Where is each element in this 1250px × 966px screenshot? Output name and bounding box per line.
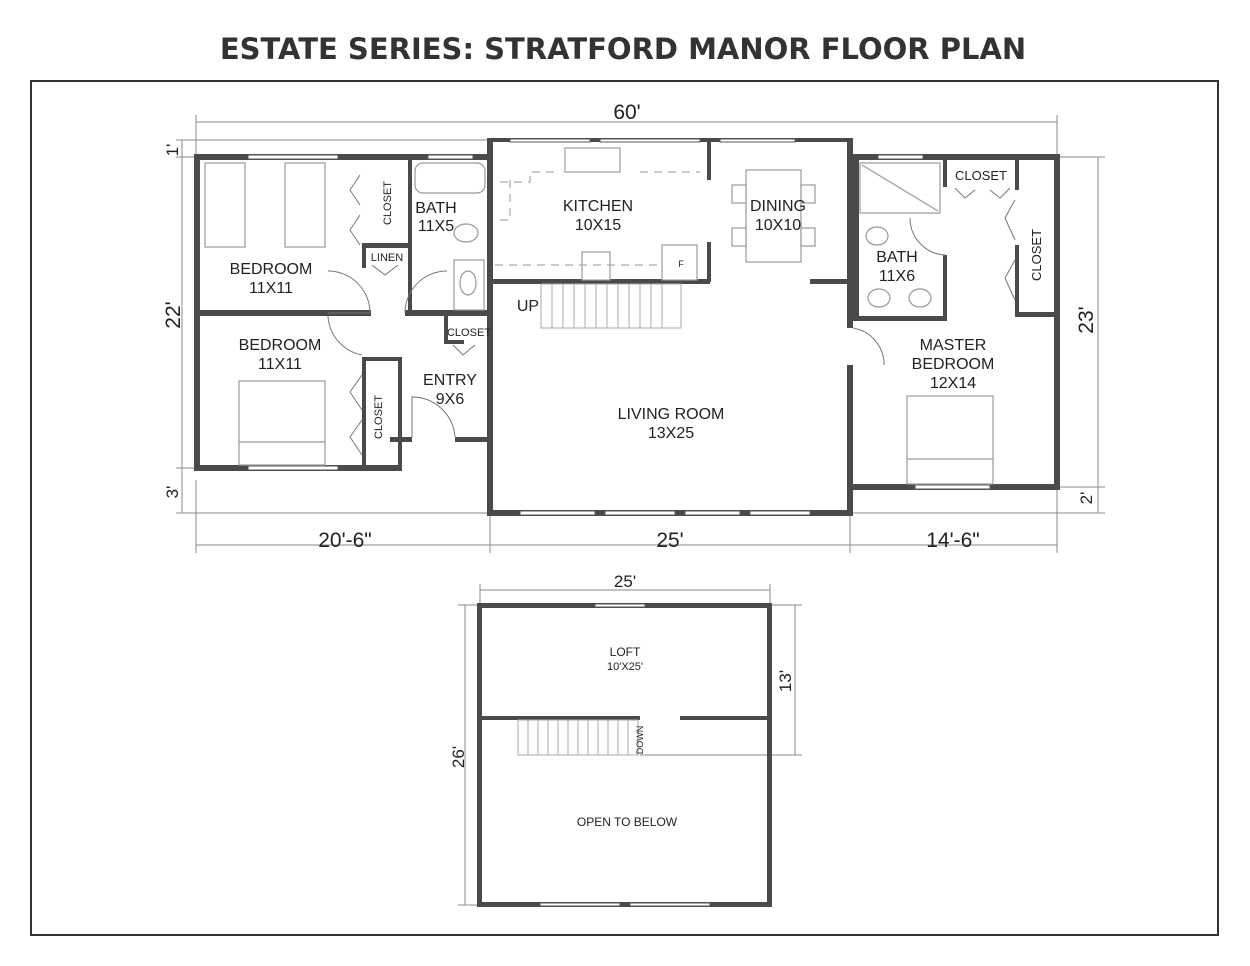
dining-name: DINING — [750, 198, 806, 215]
loft-stairs — [517, 719, 639, 756]
closet-master-top-label: CLOSET — [955, 168, 1007, 183]
windows — [247, 138, 991, 516]
bedroom2-size: 11X11 — [258, 356, 302, 373]
linen-label: LINEN — [371, 252, 403, 264]
bath1-name: BATH — [415, 200, 456, 217]
bathtub — [414, 162, 486, 194]
fridge — [661, 244, 698, 281]
room-labels: BEDROOM 11X11 BEDROOM 11X11 BATH 11X5 LI… — [230, 168, 1044, 442]
dim-right-bottom: 2' — [1077, 492, 1096, 505]
entry-name: ENTRY — [423, 372, 477, 389]
stove — [581, 251, 611, 281]
kitchen-sink — [564, 147, 621, 173]
king-bed — [906, 395, 994, 485]
loft-dim-right: 13' — [776, 670, 795, 692]
stairs-up-label: UP — [517, 298, 539, 315]
loft-dim-top: 25' — [614, 572, 636, 591]
dining-table — [745, 169, 802, 263]
sink — [908, 288, 932, 308]
loft-dim-left: 26' — [449, 746, 468, 768]
bath1-size: 11X5 — [418, 218, 454, 235]
entry-size: 9X6 — [436, 391, 465, 408]
dim-top: 60' — [613, 101, 640, 124]
toilet — [865, 226, 889, 246]
stairs-up — [540, 283, 682, 329]
open-to-below-label: OPEN TO BELOW — [577, 815, 678, 829]
closet-master-side-label: CLOSET — [1029, 229, 1044, 281]
bedroom2-name: BEDROOM — [239, 337, 322, 354]
dim-bottom-right: 14'-6" — [926, 529, 980, 552]
bedroom1-name: BEDROOM — [230, 261, 313, 278]
loft-windows — [539, 603, 711, 907]
bath2-name: BATH — [876, 249, 917, 266]
fridge-label: F — [678, 259, 684, 269]
bedroom1-size: 11X11 — [249, 280, 293, 297]
living-size: 13X25 — [648, 425, 694, 442]
dim-left: 22' — [162, 301, 185, 328]
toilet — [453, 223, 479, 243]
master-name2: BEDROOM — [912, 356, 995, 373]
master-size: 12X14 — [930, 375, 976, 392]
sink — [867, 288, 891, 308]
loft-dimension-lines — [458, 584, 802, 906]
fixtures — [204, 147, 994, 485]
doors — [327, 174, 1016, 456]
stairs-down-label: DOWN — [635, 726, 645, 755]
kitchen-size: 10X15 — [575, 217, 621, 234]
closet-bed1-label: CLOSET — [382, 181, 394, 225]
bath2-size: 11X6 — [879, 268, 915, 285]
frame-border — [30, 80, 1219, 936]
loft-size: 10'X25' — [607, 661, 643, 673]
dim-left-bottom: 3' — [163, 486, 182, 499]
dim-bottom-left: 20'-6" — [318, 529, 372, 552]
kitchen-name: KITCHEN — [563, 198, 633, 215]
dim-right: 23' — [1075, 306, 1098, 333]
dim-left-top: 1' — [163, 144, 182, 157]
twin-bed — [284, 162, 326, 248]
closet-entry-label: CLOSET — [447, 327, 491, 339]
page-title: ESTATE SERIES: STRATFORD MANOR FLOOR PLA… — [220, 32, 1026, 66]
twin-bed — [204, 162, 246, 248]
double-bed — [238, 380, 326, 466]
dim-bottom-center: 25' — [656, 529, 683, 552]
loft-name: LOFT — [610, 645, 641, 659]
master-name: MASTER — [920, 337, 987, 354]
living-name: LIVING ROOM — [618, 406, 725, 423]
dining-size: 10X10 — [755, 217, 801, 234]
closet-bed2-label: CLOSET — [373, 395, 385, 439]
